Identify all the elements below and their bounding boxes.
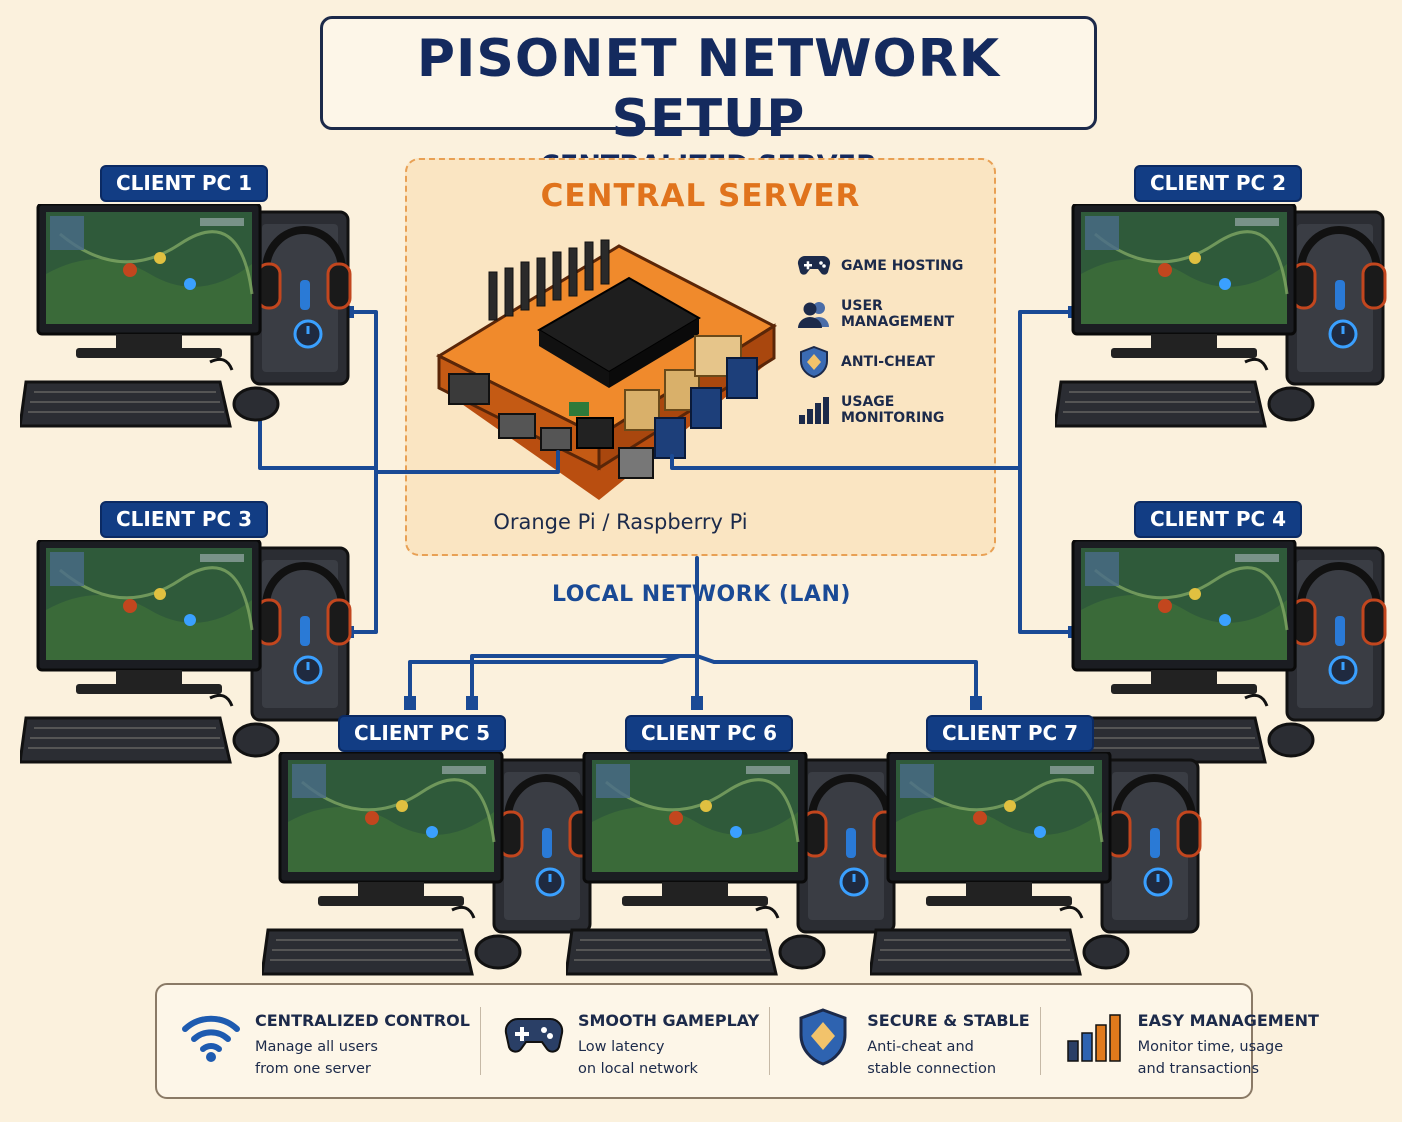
feature-label: ANTI-CHEAT: [841, 354, 935, 370]
bar-chart-icon: [1062, 1007, 1126, 1067]
wifi-icon: [179, 1007, 243, 1067]
feature-label: USAGE MONITORING: [841, 394, 945, 426]
benefit-line: and transactions: [1137, 1061, 1260, 1077]
benefit-title: EASY MANAGEMENT: [1137, 1011, 1319, 1030]
benefit-line: Monitor time, usage: [1137, 1039, 1284, 1055]
feature-anti-cheat: ANTI-CHEAT: [797, 346, 935, 378]
benefit-line: on local network: [577, 1061, 698, 1077]
feature-label: USER MANAGEMENT: [841, 298, 955, 330]
feature-usage-monitoring: USAGE MONITORING: [797, 394, 994, 426]
lan-label: LOCAL NETWORK (LAN): [552, 582, 851, 607]
users-icon: [797, 298, 831, 330]
feature-user-management: USER MANAGEMENT: [797, 298, 994, 330]
benefit-centralized-control: CENTRALIZED CONTROL Manage all users fro…: [157, 985, 480, 1097]
client-pc-4-label: CLIENT PC 4: [1134, 501, 1303, 538]
benefit-line: Anti-cheat and: [867, 1039, 974, 1055]
client-pc-1-label: CLIENT PC 1: [100, 165, 269, 202]
server-caption: Orange Pi / Raspberry Pi: [493, 510, 748, 534]
client-pc-6-illustration: [564, 750, 901, 982]
server-title: CENTRAL SERVER: [540, 178, 861, 214]
gamepad-icon: [797, 250, 831, 282]
client-pc-2-label: CLIENT PC 2: [1134, 165, 1303, 202]
client-pc-1-illustration: [18, 202, 355, 434]
page-title: PISONET NETWORK SETUP: [416, 29, 1001, 149]
single-board-computer-icon: [435, 239, 778, 500]
computer-icon: [260, 750, 594, 976]
client-pc-7-label: CLIENT PC 7: [926, 715, 1095, 752]
benefit-title: SECURE & STABLE: [867, 1011, 1030, 1030]
gamepad-icon: [502, 1007, 566, 1067]
benefit-title: SMOOTH GAMEPLAY: [577, 1011, 760, 1030]
client-pc-4-illustration: [1053, 538, 1390, 770]
feature-label: GAME HOSTING: [841, 258, 964, 274]
shield-icon: [791, 1007, 855, 1067]
benefit-line: Manage all users: [255, 1039, 378, 1055]
central-server-panel: CENTRAL SERVER GAME HOSTING: [405, 158, 996, 556]
client-pc-3-label: CLIENT PC 3: [100, 501, 269, 538]
benefit-title: CENTRALIZED CONTROL: [255, 1011, 470, 1030]
client-pc-7-illustration: [868, 750, 1205, 982]
client-pc-5-illustration: [260, 750, 597, 982]
computer-icon: [1053, 202, 1387, 428]
benefit-line: from one server: [255, 1061, 371, 1077]
computer-icon: [18, 202, 352, 428]
computer-icon: [868, 750, 1202, 976]
computer-icon: [1053, 538, 1387, 764]
client-pc-2-illustration: [1053, 202, 1390, 434]
benefit-secure-stable: SECURE & STABLE Anti-cheat and stable co…: [769, 985, 1039, 1097]
client-pc-3-illustration: [18, 538, 355, 770]
benefits-footer: CENTRALIZED CONTROL Manage all users fro…: [155, 983, 1319, 1099]
shield-icon: [797, 346, 831, 378]
computer-icon: [564, 750, 898, 976]
benefit-easy-management: EASY MANAGEMENT Monitor time, usage and …: [1039, 985, 1329, 1097]
benefit-smooth-gameplay: SMOOTH GAMEPLAY Low latency on local net…: [479, 985, 769, 1097]
bar-chart-icon: [797, 394, 831, 426]
computer-icon: [18, 538, 352, 764]
client-pc-5-label: CLIENT PC 5: [338, 715, 507, 752]
benefit-line: stable connection: [867, 1061, 997, 1077]
feature-game-hosting: GAME HOSTING: [797, 250, 963, 282]
benefit-line: Low latency: [577, 1039, 665, 1055]
client-pc-6-label: CLIENT PC 6: [625, 715, 794, 752]
